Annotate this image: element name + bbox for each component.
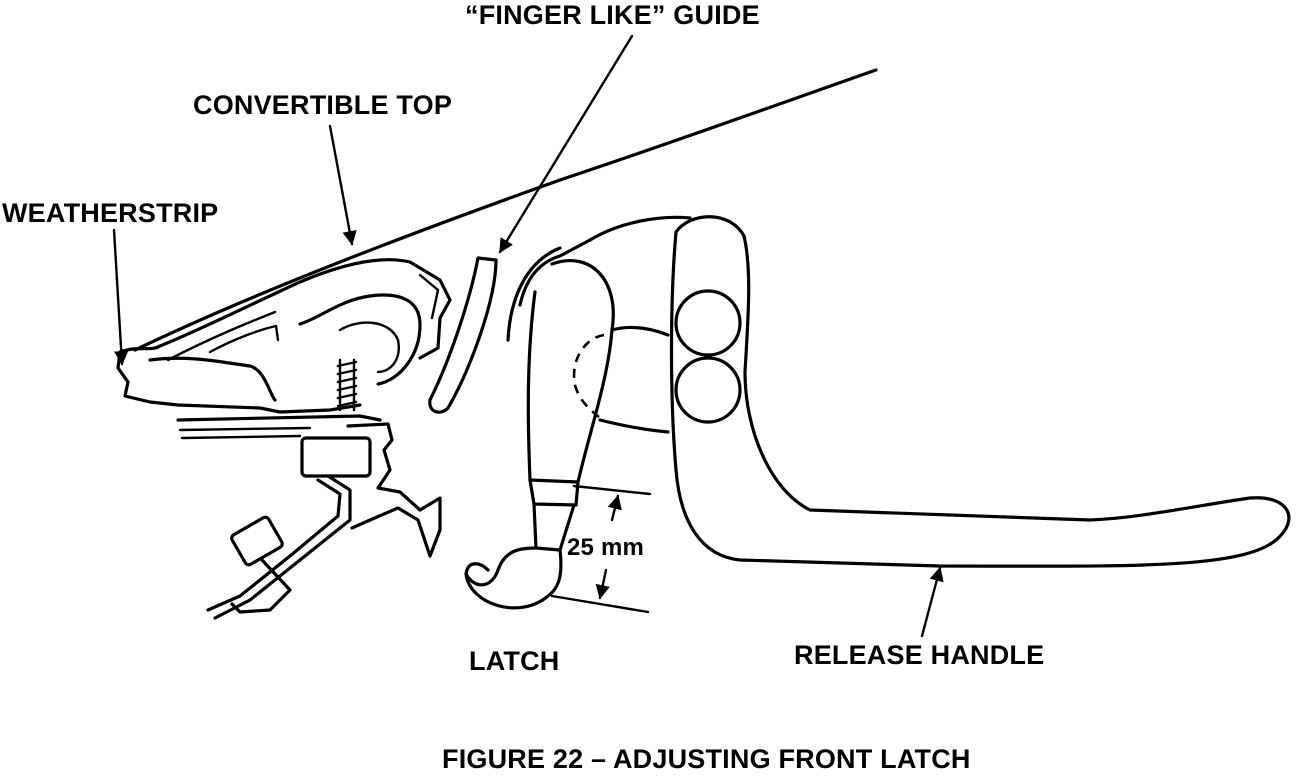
weatherstrip-shape: [116, 258, 452, 414]
weatherstrip-leader: [112, 228, 129, 366]
release-handle-shape: [588, 215, 1291, 568]
weatherstrip-label: WEATHERSTRIP: [2, 198, 219, 228]
convertible-top-leader: [328, 124, 357, 246]
finger-guide-shape: [428, 256, 498, 414]
spring-coil: [336, 358, 358, 412]
latch-label: LATCH: [469, 646, 560, 676]
finger-guide-label: “FINGER LIKE” GUIDE: [465, 0, 760, 30]
release-handle-label: RELEASE HANDLE: [794, 640, 1045, 670]
release-handle-leader: [920, 566, 944, 638]
dimension-label: 25 mm: [567, 534, 645, 561]
finger-guide-leader: [498, 34, 634, 254]
convertible-top-surface: [133, 68, 878, 352]
dimension-markers: [550, 484, 652, 614]
figure-caption: FIGURE 22 – ADJUSTING FRONT LATCH: [442, 744, 971, 774]
convertible-top-label: CONVERTIBLE TOP: [193, 90, 453, 120]
roof-rail-structure: [176, 414, 442, 620]
